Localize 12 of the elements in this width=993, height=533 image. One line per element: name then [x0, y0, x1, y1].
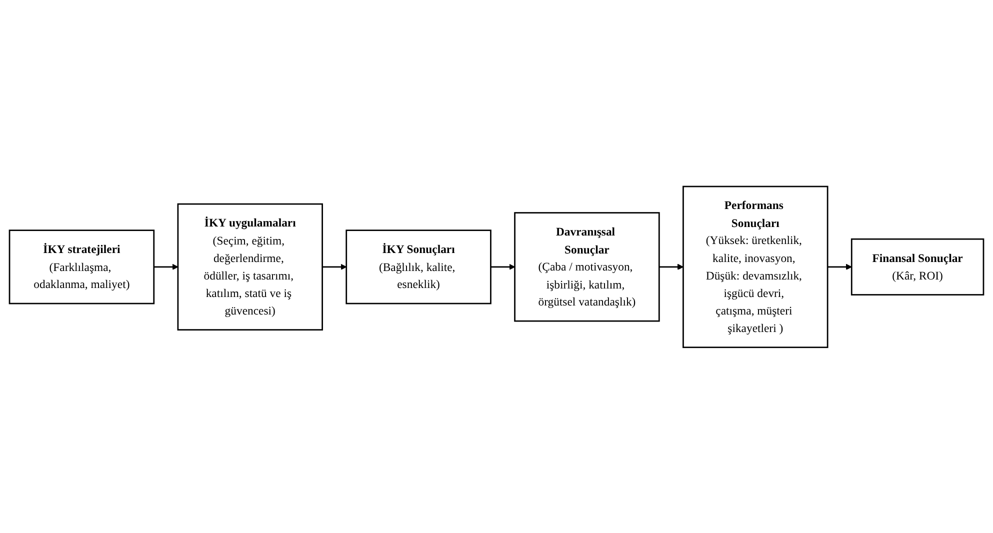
node-box: [177, 202, 323, 330]
arrow: [322, 263, 347, 270]
flowchart: İKY stratejileri (Farklılaşma, odaklanma, maliyet) İKY uygulamaları (Seçim, eğitim, değerlendirme, ödüller, iş tasarımı, katılım, statü ve iş güvencesi) İKY Sonuçları (Bağlılık, kalite, esneklik) Davranışsal Sonuçlar (Çaba / motivasyon, işbirliği, katılım, örgütsel vatandaşlık) Performans Sonuçları (Yüksek: üretkenlik, kalite, inovasyon, Düşük: devamsızlık, işgücü devri, çatışma, müşteri şikayetleri ) Finansal Sonuçlar (Kâr, ROI): [4, 180, 989, 352]
node-box: [346, 229, 492, 304]
node-box: [682, 185, 828, 348]
node-box: [850, 238, 984, 296]
arrow: [490, 263, 516, 270]
arrow: [659, 263, 684, 270]
arrow: [828, 263, 852, 270]
arrow: [154, 263, 178, 270]
node-box: [8, 229, 155, 304]
node-box: [514, 212, 660, 322]
